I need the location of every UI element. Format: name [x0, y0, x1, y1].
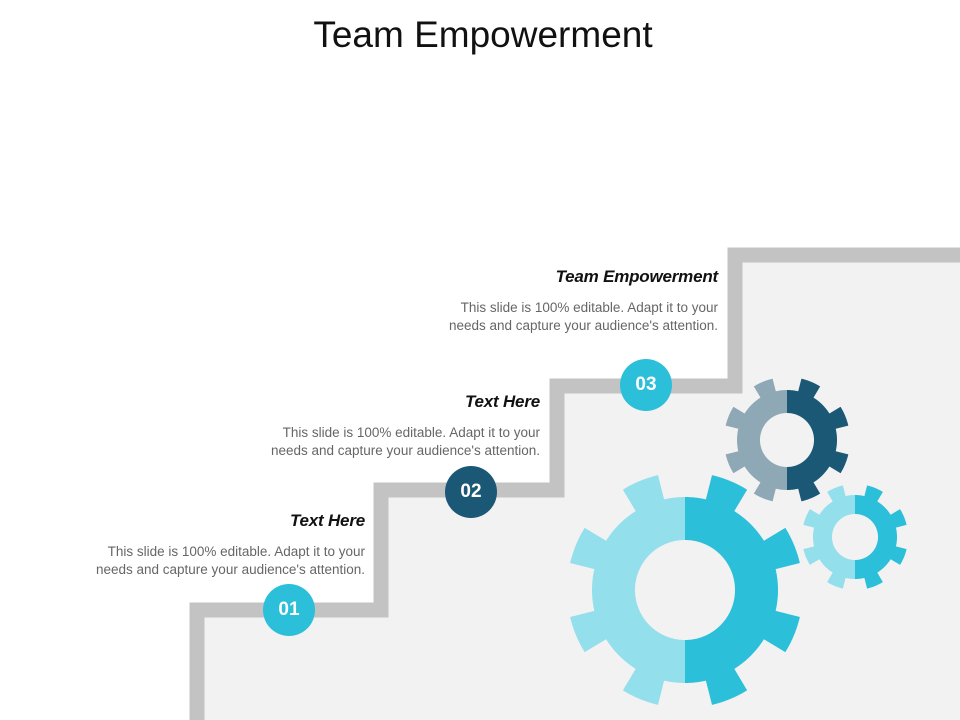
step-03-text: Team Empowerment This slide is 100% edit… [449, 267, 718, 335]
gear-large-left-half [570, 475, 685, 705]
step-description-line: needs and capture your audience's attent… [95, 562, 365, 577]
step-description: This slide is 100% editable. Adapt it to… [96, 543, 365, 579]
step-heading: Team Empowerment [555, 267, 719, 286]
step-description-line: needs and capture your audience's attent… [448, 318, 718, 333]
step-description-line: This slide is 100% editable. Adapt it to… [107, 544, 365, 559]
slide-title: Team Empowerment [313, 14, 653, 55]
step-description: This slide is 100% editable. Adapt it to… [449, 299, 718, 335]
step-02-text: Text Here This slide is 100% editable. A… [271, 392, 540, 460]
gear-small-left-half [803, 485, 855, 589]
step-heading: Text Here [289, 511, 365, 530]
gear-medium-left-half [725, 378, 787, 502]
gear-icon-large [570, 475, 800, 705]
step-01-text: Text Here This slide is 100% editable. A… [96, 511, 365, 579]
gear-icon-small [803, 485, 907, 589]
step-heading: Text Here [464, 392, 540, 411]
step-description-line: This slide is 100% editable. Adapt it to… [460, 300, 718, 315]
step-badge-02: 02 [445, 466, 497, 518]
gear-large-right-half [685, 475, 800, 705]
staircase-line [189, 247, 960, 720]
step-badge-01: 01 [263, 584, 315, 636]
step-description: This slide is 100% editable. Adapt it to… [271, 424, 540, 460]
step-description-line: This slide is 100% editable. Adapt it to… [282, 425, 540, 440]
gear-medium-right-half [787, 378, 849, 502]
gear-small-right-half [855, 485, 907, 589]
step-description-line: needs and capture your audience's attent… [270, 443, 540, 458]
step-badge-03: 03 [620, 359, 672, 411]
gear-icon-medium [725, 378, 849, 502]
